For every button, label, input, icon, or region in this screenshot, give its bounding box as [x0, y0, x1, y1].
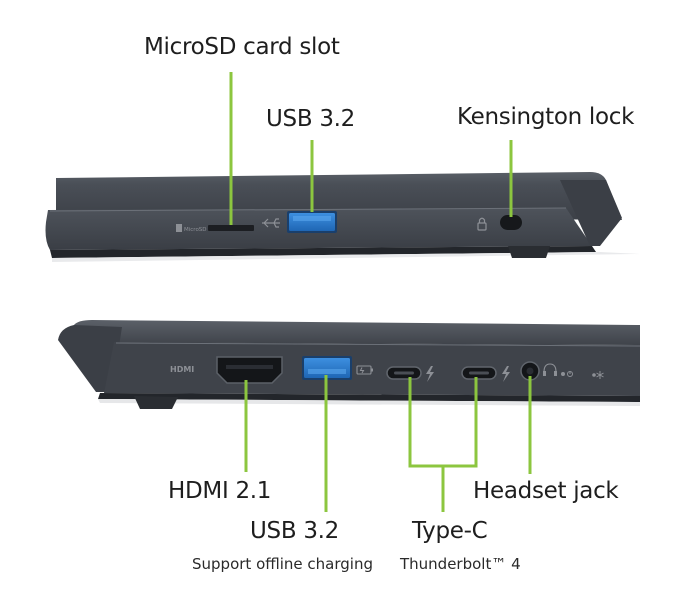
note-thunderbolt: Thunderbolt™ 4 [400, 555, 521, 573]
label-kensington-lock: Kensington lock [457, 104, 634, 130]
svg-text:HDMI: HDMI [170, 365, 194, 374]
hdmi-port [217, 357, 282, 383]
label-headset-jack: Headset jack [473, 478, 618, 504]
label-hdmi: HDMI 2.1 [168, 478, 271, 504]
label-type-c: Type-C [412, 518, 487, 544]
label-microsd-card-slot: MicroSD card slot [144, 34, 340, 60]
hdmi-marking: HDMI [170, 365, 194, 374]
label-usb-bottom: USB 3.2 [250, 518, 339, 544]
usb-a-port-top [287, 211, 337, 233]
laptop-top-side [46, 172, 641, 262]
laptop-lid-bottom [64, 320, 640, 345]
svg-text:MicroSD: MicroSD [184, 227, 207, 233]
type-c-port-1 [387, 367, 421, 379]
type-c-port-2 [462, 367, 496, 379]
kensington-lock-slot [500, 215, 522, 230]
microsd-slot [208, 225, 254, 231]
note-usb-offline-charging: Support offline charging [192, 555, 373, 573]
label-usb-top: USB 3.2 [266, 106, 355, 132]
